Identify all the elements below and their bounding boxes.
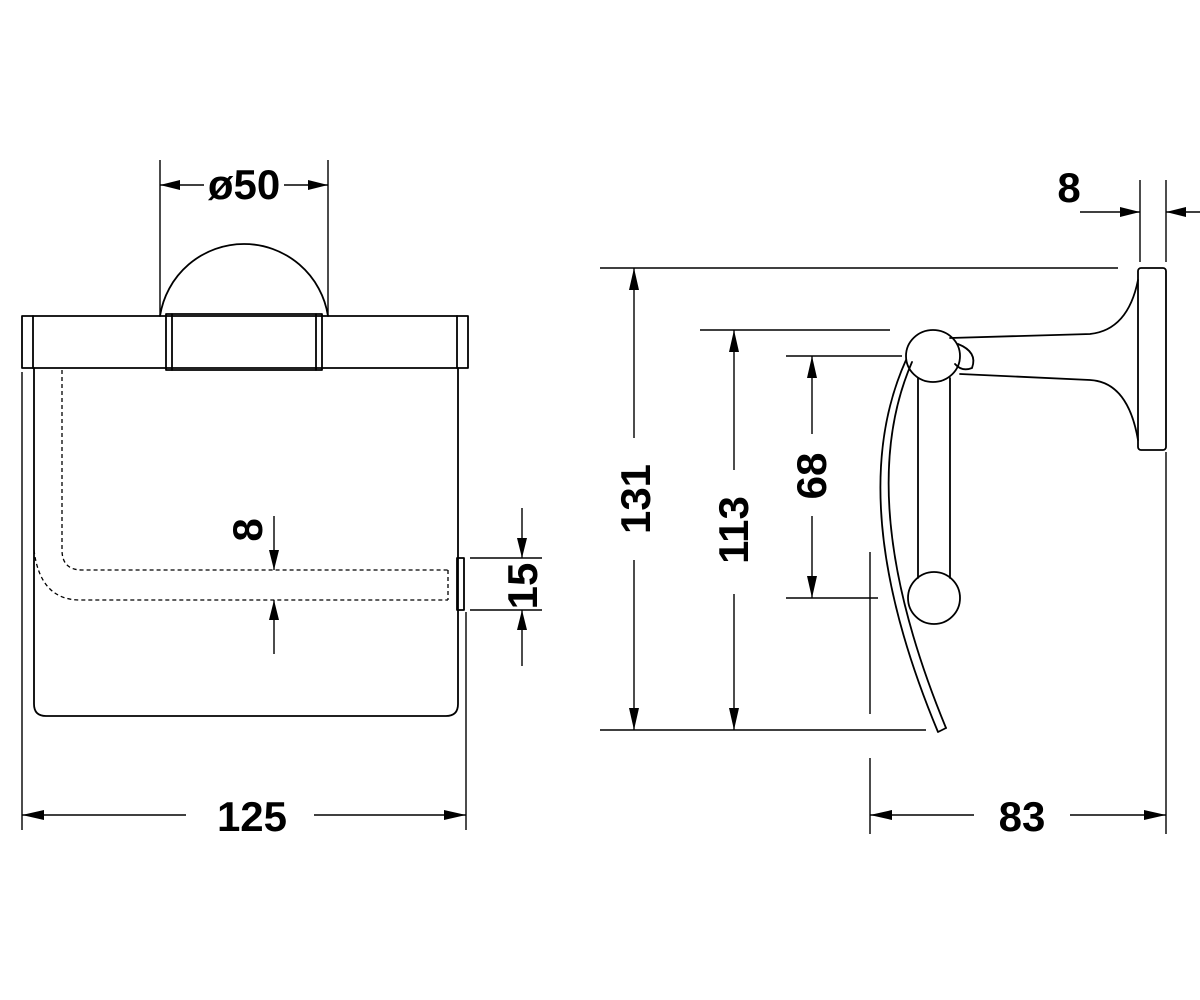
front-view: ø50 125 8 15 bbox=[21, 160, 546, 840]
diameter-label: ø50 bbox=[208, 161, 280, 208]
wall-plate bbox=[1137, 267, 1167, 451]
total-height-label: 131 bbox=[612, 464, 659, 534]
roll-bar bbox=[917, 377, 951, 579]
side-view: 8 131 113 68 83 bbox=[600, 164, 1200, 840]
top-bar bbox=[21, 315, 469, 369]
roll-end bbox=[907, 571, 961, 625]
flap-label: 15 bbox=[499, 563, 546, 610]
depth-top-label: 8 bbox=[1057, 164, 1080, 211]
curved-cover bbox=[887, 361, 947, 729]
roll-label: 68 bbox=[788, 453, 835, 500]
center-hub bbox=[165, 313, 323, 371]
gap-label: 8 bbox=[224, 518, 271, 541]
rosette-outline bbox=[159, 243, 329, 317]
height-label: 113 bbox=[710, 496, 757, 564]
hidden-roll-holder bbox=[61, 370, 448, 571]
pivot-knob bbox=[905, 329, 961, 383]
cover-plate bbox=[33, 367, 459, 717]
depth-label: 83 bbox=[999, 793, 1046, 840]
flap bbox=[456, 557, 465, 611]
width-label: 125 bbox=[217, 793, 287, 840]
holder-arm bbox=[949, 279, 1139, 339]
